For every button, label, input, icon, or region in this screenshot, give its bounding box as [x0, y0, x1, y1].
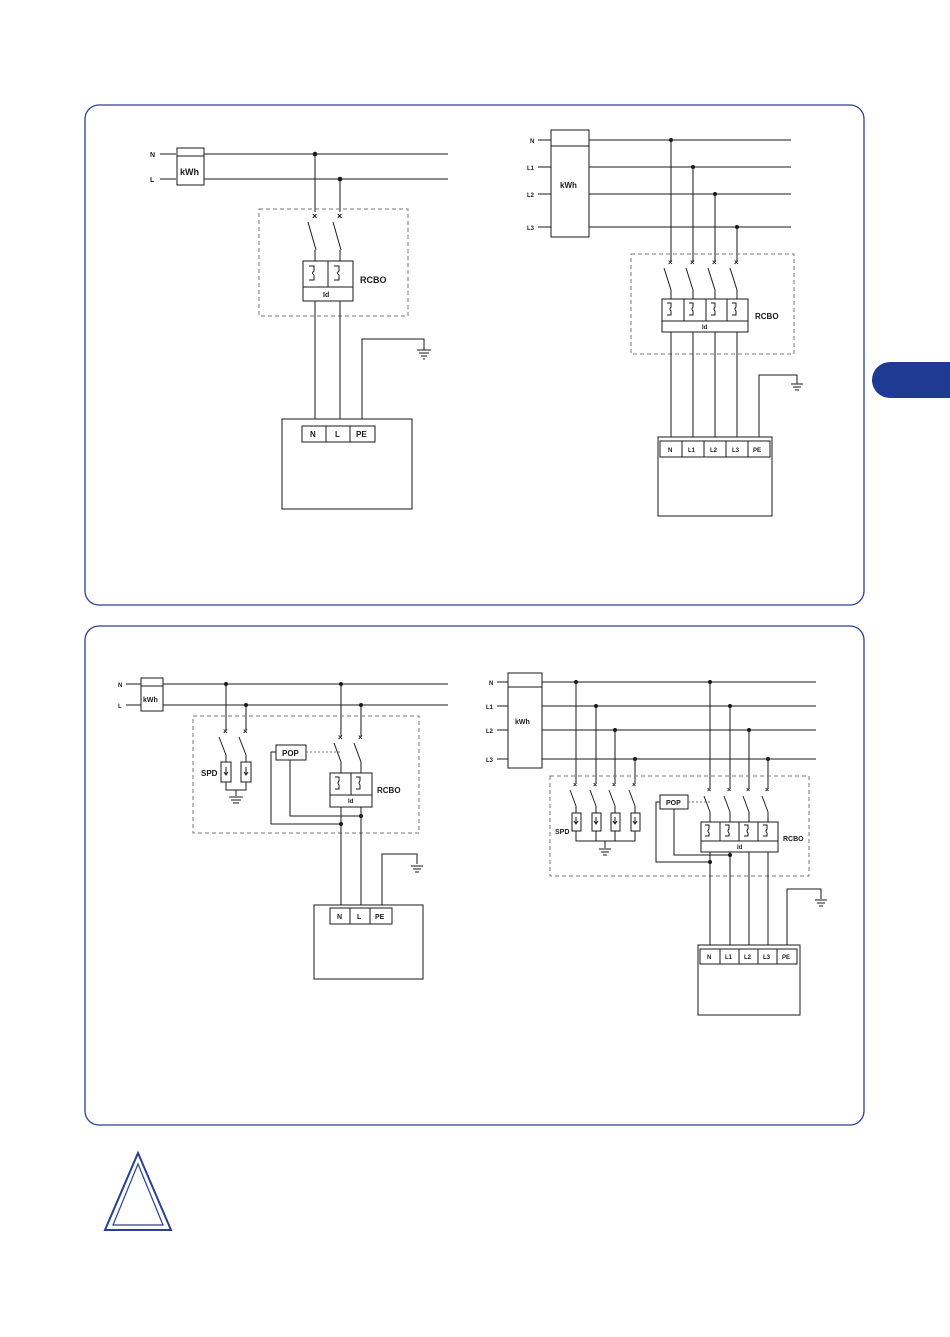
svg-text:PE: PE — [753, 448, 761, 454]
svg-text:×: × — [734, 258, 739, 267]
svg-text:L: L — [357, 914, 362, 921]
svg-text:×: × — [612, 782, 616, 789]
energy-meter: kWh — [508, 673, 542, 768]
svg-text:×: × — [593, 782, 597, 789]
svg-text:×: × — [243, 727, 248, 736]
line-label-l: L — [150, 177, 155, 184]
line-label-n: N — [150, 152, 155, 159]
svg-text:N: N — [707, 955, 711, 961]
rcbo-label: RCBO — [360, 275, 387, 285]
rcbo-device: Id — [303, 261, 353, 301]
svg-text:Id: Id — [737, 845, 743, 851]
svg-text:L2: L2 — [527, 193, 535, 199]
surge-protection-device — [221, 762, 251, 796]
svg-text:L1: L1 — [725, 955, 733, 961]
rcbo-device: Id — [662, 299, 748, 332]
spd-label: SPD — [201, 769, 218, 778]
energy-meter: kWh — [141, 678, 163, 711]
svg-text:L3: L3 — [486, 758, 494, 764]
svg-text:×: × — [358, 733, 363, 742]
ground-icon — [411, 866, 423, 872]
svg-text:×: × — [765, 787, 769, 794]
svg-text:L2: L2 — [744, 955, 752, 961]
svg-text:kWh: kWh — [143, 697, 158, 704]
svg-text:×: × — [573, 782, 577, 789]
svg-text:×: × — [338, 733, 343, 742]
diagram-single-phase-spd: N L kWh × × × × SPD — [118, 678, 448, 979]
svg-text:kWh: kWh — [180, 167, 199, 177]
svg-text:Id: Id — [348, 799, 354, 805]
chapter-tab — [872, 362, 950, 398]
svg-text:L3: L3 — [527, 226, 535, 232]
svg-text:Id: Id — [323, 292, 329, 299]
svg-text:N: N — [337, 914, 342, 921]
svg-text:N: N — [489, 681, 493, 687]
rcbo-device: Id — [701, 822, 778, 852]
svg-text:SPD: SPD — [555, 829, 569, 836]
svg-text:L2: L2 — [486, 729, 494, 735]
svg-text:L3: L3 — [732, 448, 740, 454]
svg-text:POP: POP — [666, 800, 681, 807]
ground-icon — [229, 797, 243, 803]
rcbo-device: Id — [330, 773, 372, 807]
terminal-l: L — [335, 430, 340, 439]
svg-text:×: × — [727, 787, 731, 794]
svg-text:L1: L1 — [527, 166, 535, 172]
svg-text:kWh: kWh — [560, 181, 577, 190]
energy-meter: kWh — [551, 130, 589, 237]
surge-protection-device — [572, 813, 640, 848]
svg-text:POP: POP — [282, 749, 300, 758]
warning-triangle-icon — [105, 1153, 171, 1230]
svg-text:×: × — [746, 787, 750, 794]
ground-icon — [815, 900, 827, 906]
svg-text:RCBO: RCBO — [783, 836, 804, 843]
terminal-pe: PE — [356, 430, 367, 439]
svg-text:N: N — [668, 448, 672, 454]
svg-text:×: × — [707, 787, 711, 794]
svg-text:×: × — [668, 258, 673, 267]
svg-text:×: × — [223, 727, 228, 736]
svg-text:PE: PE — [375, 914, 385, 921]
energy-meter: kWh — [177, 148, 204, 185]
svg-text:N: N — [530, 139, 534, 145]
svg-text:L1: L1 — [688, 448, 696, 454]
ground-icon — [791, 384, 803, 390]
svg-text:kWh: kWh — [515, 719, 530, 726]
svg-text:Id: Id — [702, 325, 708, 331]
svg-text:RCBO: RCBO — [755, 312, 779, 321]
svg-text:RCBO: RCBO — [377, 786, 401, 795]
svg-text:N: N — [118, 683, 122, 689]
svg-text:L3: L3 — [763, 955, 771, 961]
pop-device: POP — [276, 745, 306, 760]
ground-icon — [417, 350, 431, 359]
pop-device: POP — [660, 795, 688, 809]
diagram-single-phase: N L kWh × × Id RCBO — [150, 148, 448, 509]
svg-text:PE: PE — [782, 955, 790, 961]
terminal-n: N — [310, 430, 316, 439]
svg-text:L2: L2 — [710, 448, 718, 454]
diagram-three-phase-spd: N L1 L2 L3 kWh × × × — [486, 673, 827, 1015]
svg-text:×: × — [337, 211, 342, 221]
svg-text:L: L — [118, 704, 122, 710]
svg-text:×: × — [312, 211, 317, 221]
ground-icon — [599, 849, 611, 855]
svg-text:×: × — [712, 258, 717, 267]
svg-text:L1: L1 — [486, 705, 494, 711]
svg-text:×: × — [690, 258, 695, 267]
diagram-three-phase: N L1 L2 L3 kWh × × × × — [527, 130, 803, 516]
svg-text:×: × — [632, 782, 636, 789]
